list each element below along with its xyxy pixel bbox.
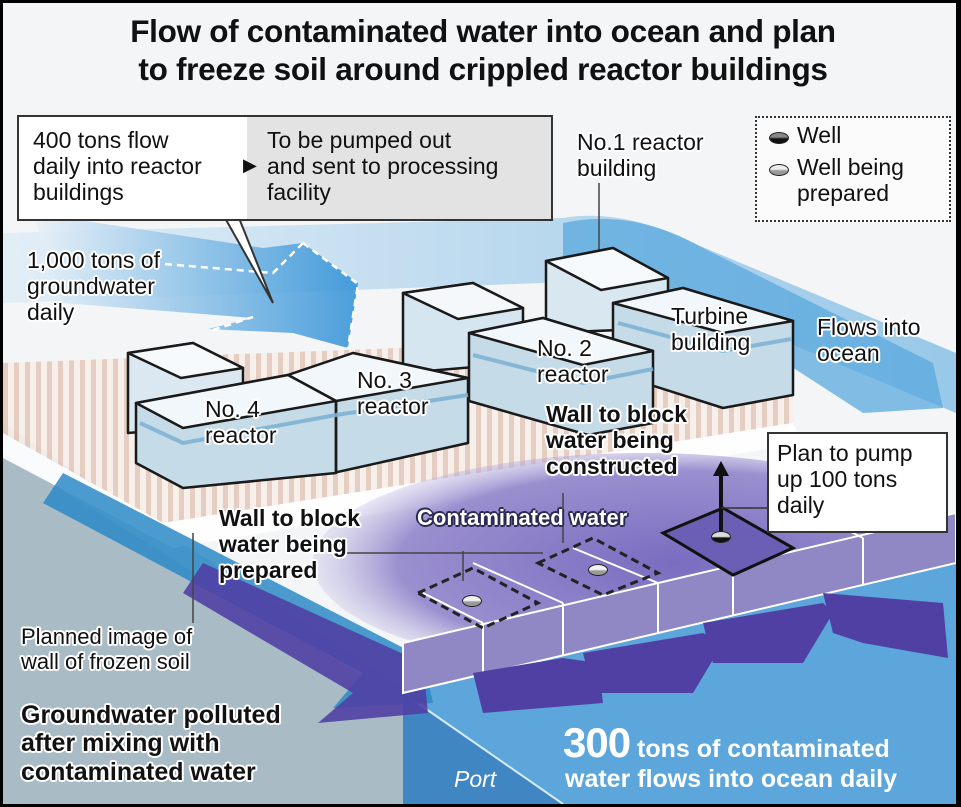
wall-constructed-label: Wall to block water being constructed (546, 401, 687, 479)
no4-reactor-label: No. 4 reactor (205, 396, 277, 448)
well-prepared-icon (769, 164, 789, 176)
inflow-text: 400 tons flow daily into reactor buildin… (33, 127, 202, 205)
triangle-right-icon: ▶ (243, 155, 257, 175)
legend-well-prepared-label: Well being prepared (797, 154, 904, 206)
ocean-flow-text-1: tons of contaminated (630, 735, 890, 763)
ocean-flow-arrows (473, 593, 948, 713)
pump-out-text: To be pumped out and sent to processing … (267, 127, 499, 205)
well-marker (711, 531, 731, 543)
active-well-pit (659, 506, 797, 577)
pump-plan-callout: Plan to pump up 100 tons daily (767, 432, 948, 533)
flows-into-ocean-label: Flows into ocean (817, 314, 921, 366)
page-title: Flow of contaminated water into ocean an… (130, 13, 836, 87)
legend-well-label: Well (797, 122, 842, 148)
ocean-flow-caption: 300 tons of contaminated (563, 719, 890, 766)
polluted-groundwater-label: Groundwater polluted after mixing with c… (21, 701, 281, 786)
turbine-building-label: Turbine building (671, 303, 751, 355)
well-prepared-marker (462, 595, 482, 607)
pump-plan-text: Plan to pump up 100 tons daily (777, 440, 913, 518)
port-label: Port (454, 766, 497, 792)
frozen-soil-label: Planned image of wall of frozen soil (21, 624, 193, 674)
groundwater-arrow (33, 213, 358, 348)
no3-reactor-label: No. 3 reactor (357, 367, 429, 419)
wall-prepared-label: Wall to block water being prepared (219, 505, 360, 583)
legend: Well Well being prepared (755, 116, 951, 222)
contaminated-water-label: Contaminated water (417, 505, 628, 530)
no2-reactor-label: No. 2 reactor (537, 335, 609, 387)
ocean-flow-text-2: water flows into ocean daily (565, 765, 898, 793)
ocean-flow-amount: 300 (563, 719, 631, 766)
well-prepared-marker (588, 564, 608, 576)
prepared-well-pit-1 (414, 566, 542, 630)
infographic-frame: Flow of contaminated water into ocean an… (3, 3, 956, 804)
prepared-well-pit-2 (534, 536, 662, 597)
inflow-callout: 400 tons flow daily into reactor buildin… (17, 115, 553, 221)
callout-right-panel (247, 117, 551, 219)
no1-reactor-label: No.1 reactor building (577, 129, 704, 181)
well-icon (769, 132, 789, 144)
groundwater-label: 1,000 tons of groundwater daily (27, 247, 160, 325)
